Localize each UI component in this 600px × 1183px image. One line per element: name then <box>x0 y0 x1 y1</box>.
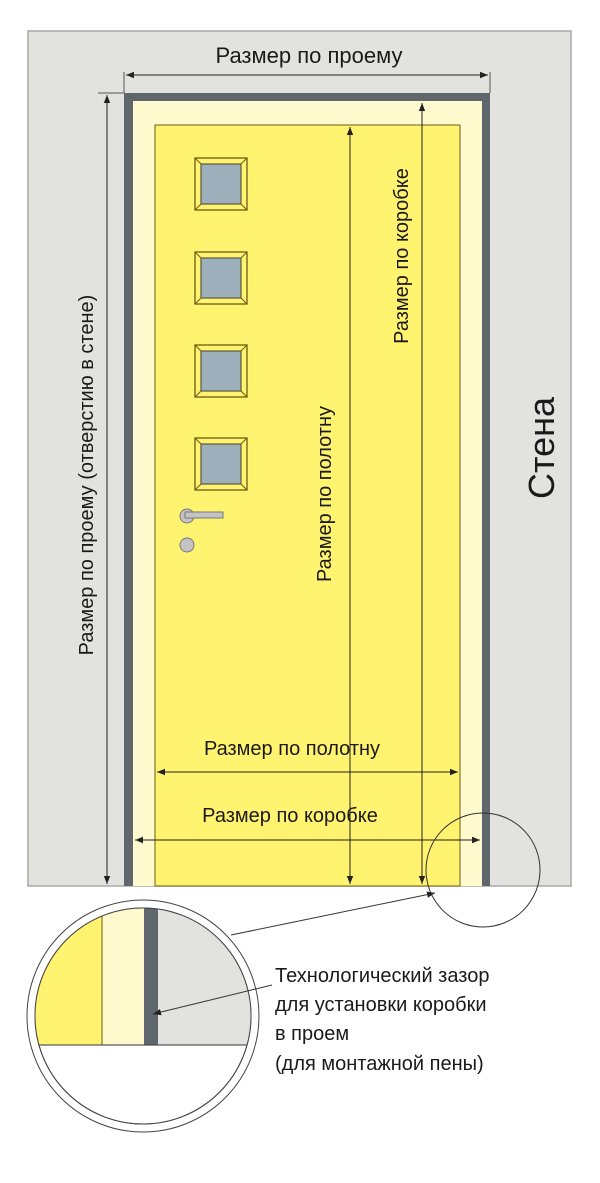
callout-text: Технологический зазор для установки коро… <box>275 965 489 1075</box>
callout-line-2: для установки коробки <box>275 994 487 1016</box>
label-opening-width: Размер по проему <box>216 43 403 68</box>
magnified-detail <box>26 899 260 1133</box>
glass-window-3 <box>194 344 248 398</box>
label-leaf-width: Размер по полотну <box>204 738 380 760</box>
dimension-opening-width <box>123 71 491 93</box>
callout-line-1: Технологический зазор <box>275 965 489 987</box>
dimension-opening-height <box>98 92 124 884</box>
label-leaf-height: Размер по полотну <box>314 406 336 582</box>
detail-leader-line <box>230 891 436 936</box>
label-opening-height: Размер по проему (отверстию в стене) <box>76 295 98 656</box>
callout-line-4: (для монтажной пены) <box>275 1053 484 1075</box>
callout-leader-line <box>152 984 273 1016</box>
keyhole-icon <box>179 537 195 553</box>
label-frame-width: Размер по коробке <box>202 805 378 827</box>
door-handle-icon <box>179 508 224 524</box>
glass-window-2 <box>194 251 248 305</box>
door-windows <box>194 157 248 491</box>
label-wall: Стена <box>521 396 562 499</box>
callout-line-3: в проем <box>275 1023 349 1045</box>
detail-marker-circle <box>425 812 541 928</box>
glass-window-1 <box>194 157 248 211</box>
label-frame-height: Размер по коробке <box>391 168 413 344</box>
glass-window-4 <box>194 437 248 491</box>
